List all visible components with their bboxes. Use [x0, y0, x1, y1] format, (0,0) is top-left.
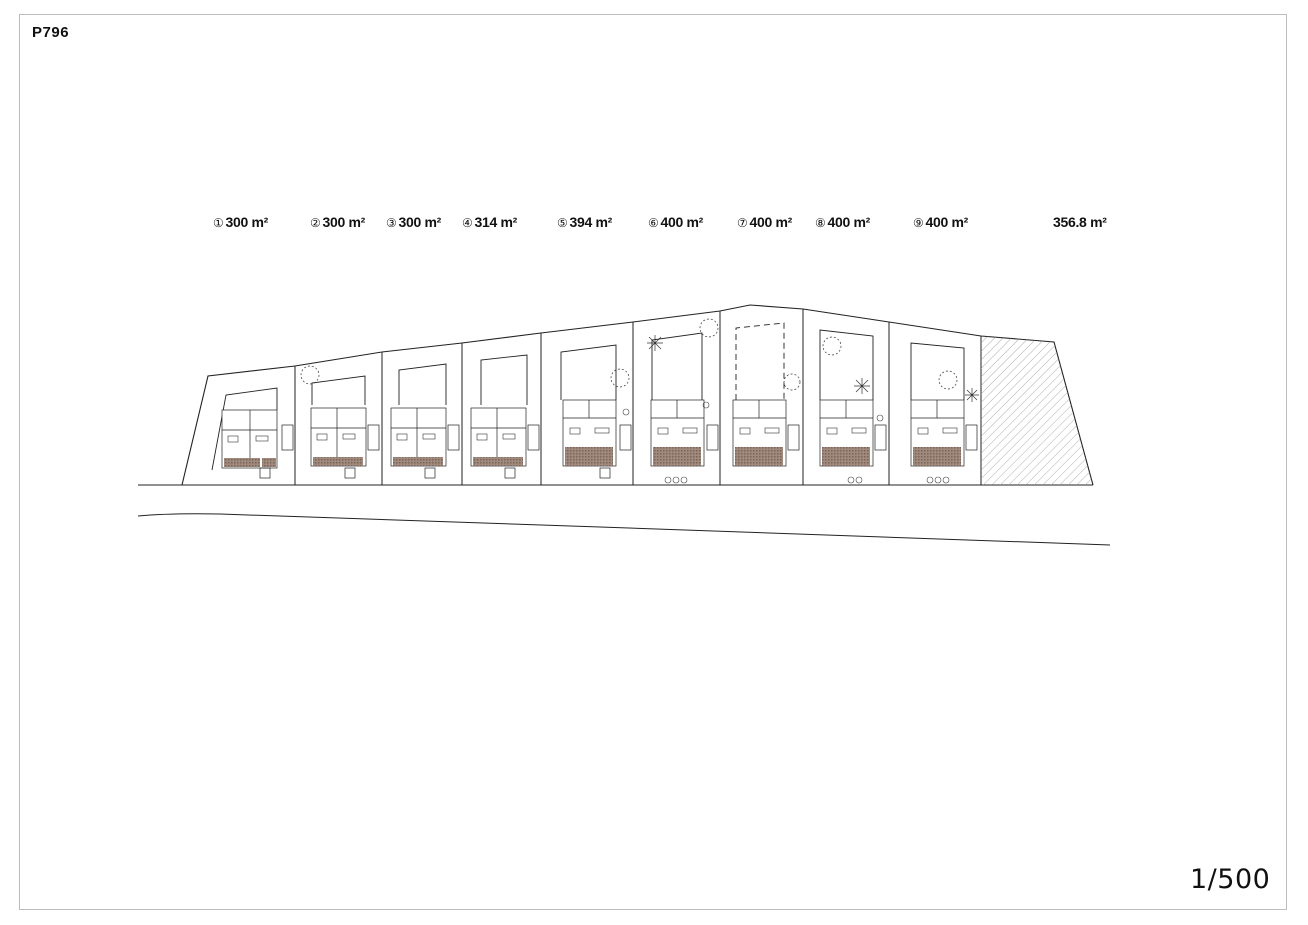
- lot-number: ②: [310, 216, 321, 230]
- lot-area: 314 m²: [474, 214, 518, 230]
- interior-details: [227, 427, 958, 443]
- lot-number: ③: [386, 216, 397, 230]
- sheet-code: P796: [32, 24, 70, 41]
- sheet-frame: [19, 14, 1287, 910]
- lot-number: ⑧: [815, 216, 826, 230]
- lot-area: 300 m²: [398, 214, 442, 230]
- lot-area: 400 m²: [660, 214, 704, 230]
- lot-area: 400 m²: [827, 214, 871, 230]
- lot-number: ⑨: [913, 216, 924, 230]
- lot-area: 394 m²: [569, 214, 613, 230]
- site-boundary: [181, 304, 1094, 486]
- houses: [221, 399, 978, 479]
- lot-area: 300 m²: [225, 214, 269, 230]
- lot-area: 400 m²: [749, 214, 793, 230]
- lot-number: ⑥: [648, 216, 659, 230]
- lot-area-label-remainder: 356.8 m²: [1051, 214, 1107, 230]
- setback-lines: [211, 329, 965, 471]
- palms: [647, 335, 979, 402]
- lot-number: ⑤: [557, 216, 568, 230]
- road-edge: [137, 513, 1111, 546]
- lot-area: 400 m²: [925, 214, 969, 230]
- shrubs: [622, 401, 950, 484]
- lot-number: ⑦: [737, 216, 748, 230]
- lot-number: ④: [462, 216, 473, 230]
- drawing-scale: 1/500: [1190, 864, 1271, 895]
- remainder-lot-hatch: [981, 336, 1093, 485]
- dashed-outline: [735, 322, 785, 400]
- lot-area: 300 m²: [322, 214, 366, 230]
- trees: [300, 318, 958, 391]
- lot-number: ①: [213, 216, 224, 230]
- lot-area: 356.8 m²: [1053, 214, 1107, 230]
